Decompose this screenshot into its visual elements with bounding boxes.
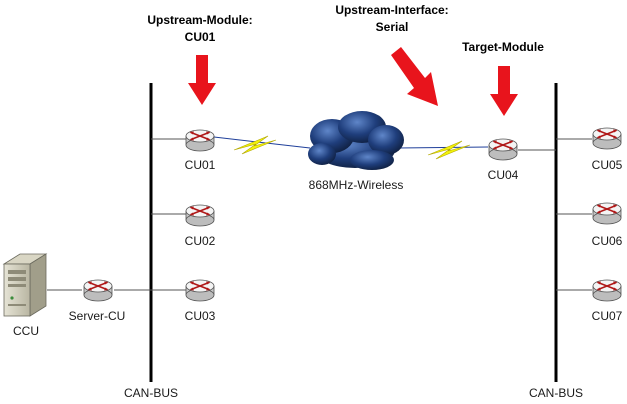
lightning-icon (233, 135, 277, 155)
lightning-icon (427, 140, 471, 160)
router-icon (83, 279, 113, 302)
router-icon (185, 129, 215, 152)
server-icon (2, 253, 48, 317)
can-bus-right-label: CAN-BUS (529, 386, 583, 400)
node-label-cu02: CU02 (185, 234, 216, 248)
wireless-link-right (397, 146, 489, 149)
node-label-cu06: CU06 (592, 234, 623, 248)
upstream-module-value: CU01 (185, 30, 216, 44)
arrow-down-icon (490, 66, 518, 116)
node-label-cu01: CU01 (185, 158, 216, 172)
upstream-module-caption: Upstream-Module: (147, 13, 252, 27)
arrow-down-icon (188, 55, 216, 105)
arrow-down-icon (391, 47, 438, 106)
node-label-server-cu: Server-CU (69, 309, 126, 323)
router-icon (592, 202, 622, 225)
target-module-caption: Target-Module (462, 40, 544, 54)
router-icon (488, 138, 518, 161)
router-icon (185, 204, 215, 227)
node-label-ccu: CCU (13, 324, 39, 338)
router-icon (592, 127, 622, 150)
wireless-label: 868MHz-Wireless (309, 178, 404, 192)
bus-connections (47, 138, 592, 291)
node-label-cu03: CU03 (185, 309, 216, 323)
router-icon (185, 279, 215, 302)
router-icon (592, 279, 622, 302)
upstream-interface-caption: Upstream-Interface: (335, 3, 448, 17)
node-label-cu05: CU05 (592, 158, 623, 172)
node-label-cu07: CU07 (592, 309, 623, 323)
wireless-link-left (213, 136, 311, 149)
node-label-cu04: CU04 (488, 168, 519, 182)
upstream-interface-value: Serial (376, 20, 409, 34)
cloud-icon (308, 111, 404, 170)
can-bus-left-label: CAN-BUS (124, 386, 178, 400)
